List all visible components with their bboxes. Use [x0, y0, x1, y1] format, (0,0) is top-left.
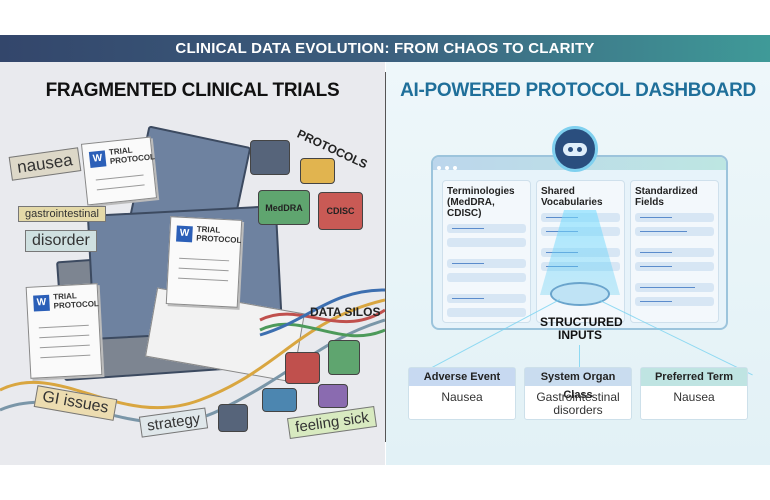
puzzle-piece	[285, 352, 320, 384]
puzzle-piece	[250, 140, 290, 175]
word-icon: W	[88, 150, 107, 168]
word-icon: W	[176, 225, 193, 243]
pedestal-icon	[550, 282, 610, 306]
column-standardized-fields: Standardized Fields	[630, 180, 719, 323]
puzzle-piece	[218, 404, 248, 432]
card-adverse-event: Adverse Event Nausea	[408, 367, 516, 420]
card-preferred-term: Preferred Term Nausea	[640, 367, 748, 420]
trial-protocol-document: W TRIAL PROTOCOL	[80, 136, 158, 206]
puzzle-piece	[328, 340, 360, 375]
puzzle-piece	[300, 158, 335, 184]
left-title: FRAGMENTED CLINICAL TRIALS	[45, 80, 340, 101]
puzzle-piece	[318, 384, 348, 408]
puzzle-piece	[262, 388, 297, 412]
tag-disorder: disorder	[25, 230, 97, 252]
tag-gastrointestinal: gastrointestinal	[18, 206, 106, 222]
banner-title: CLINICAL DATA EVOLUTION: FROM CHAOS TO C…	[0, 35, 770, 62]
card-system-organ-class: System Organ Class Gastrointestinal diso…	[524, 367, 632, 420]
label-data-silos: DATA SILOS	[310, 305, 381, 319]
structured-inputs-label: STRUCTURED INPUTS	[540, 315, 623, 342]
ai-robot-icon	[552, 126, 598, 172]
divider	[385, 72, 386, 442]
column-terminologies: Terminologies (MedDRA, CDISC)	[442, 180, 531, 323]
right-title: AI-POWERED PROTOCOL DASHBOARD	[400, 80, 756, 101]
puzzle-cdisc: CDISC	[318, 192, 363, 230]
puzzle-meddra: MedDRA	[258, 190, 310, 225]
